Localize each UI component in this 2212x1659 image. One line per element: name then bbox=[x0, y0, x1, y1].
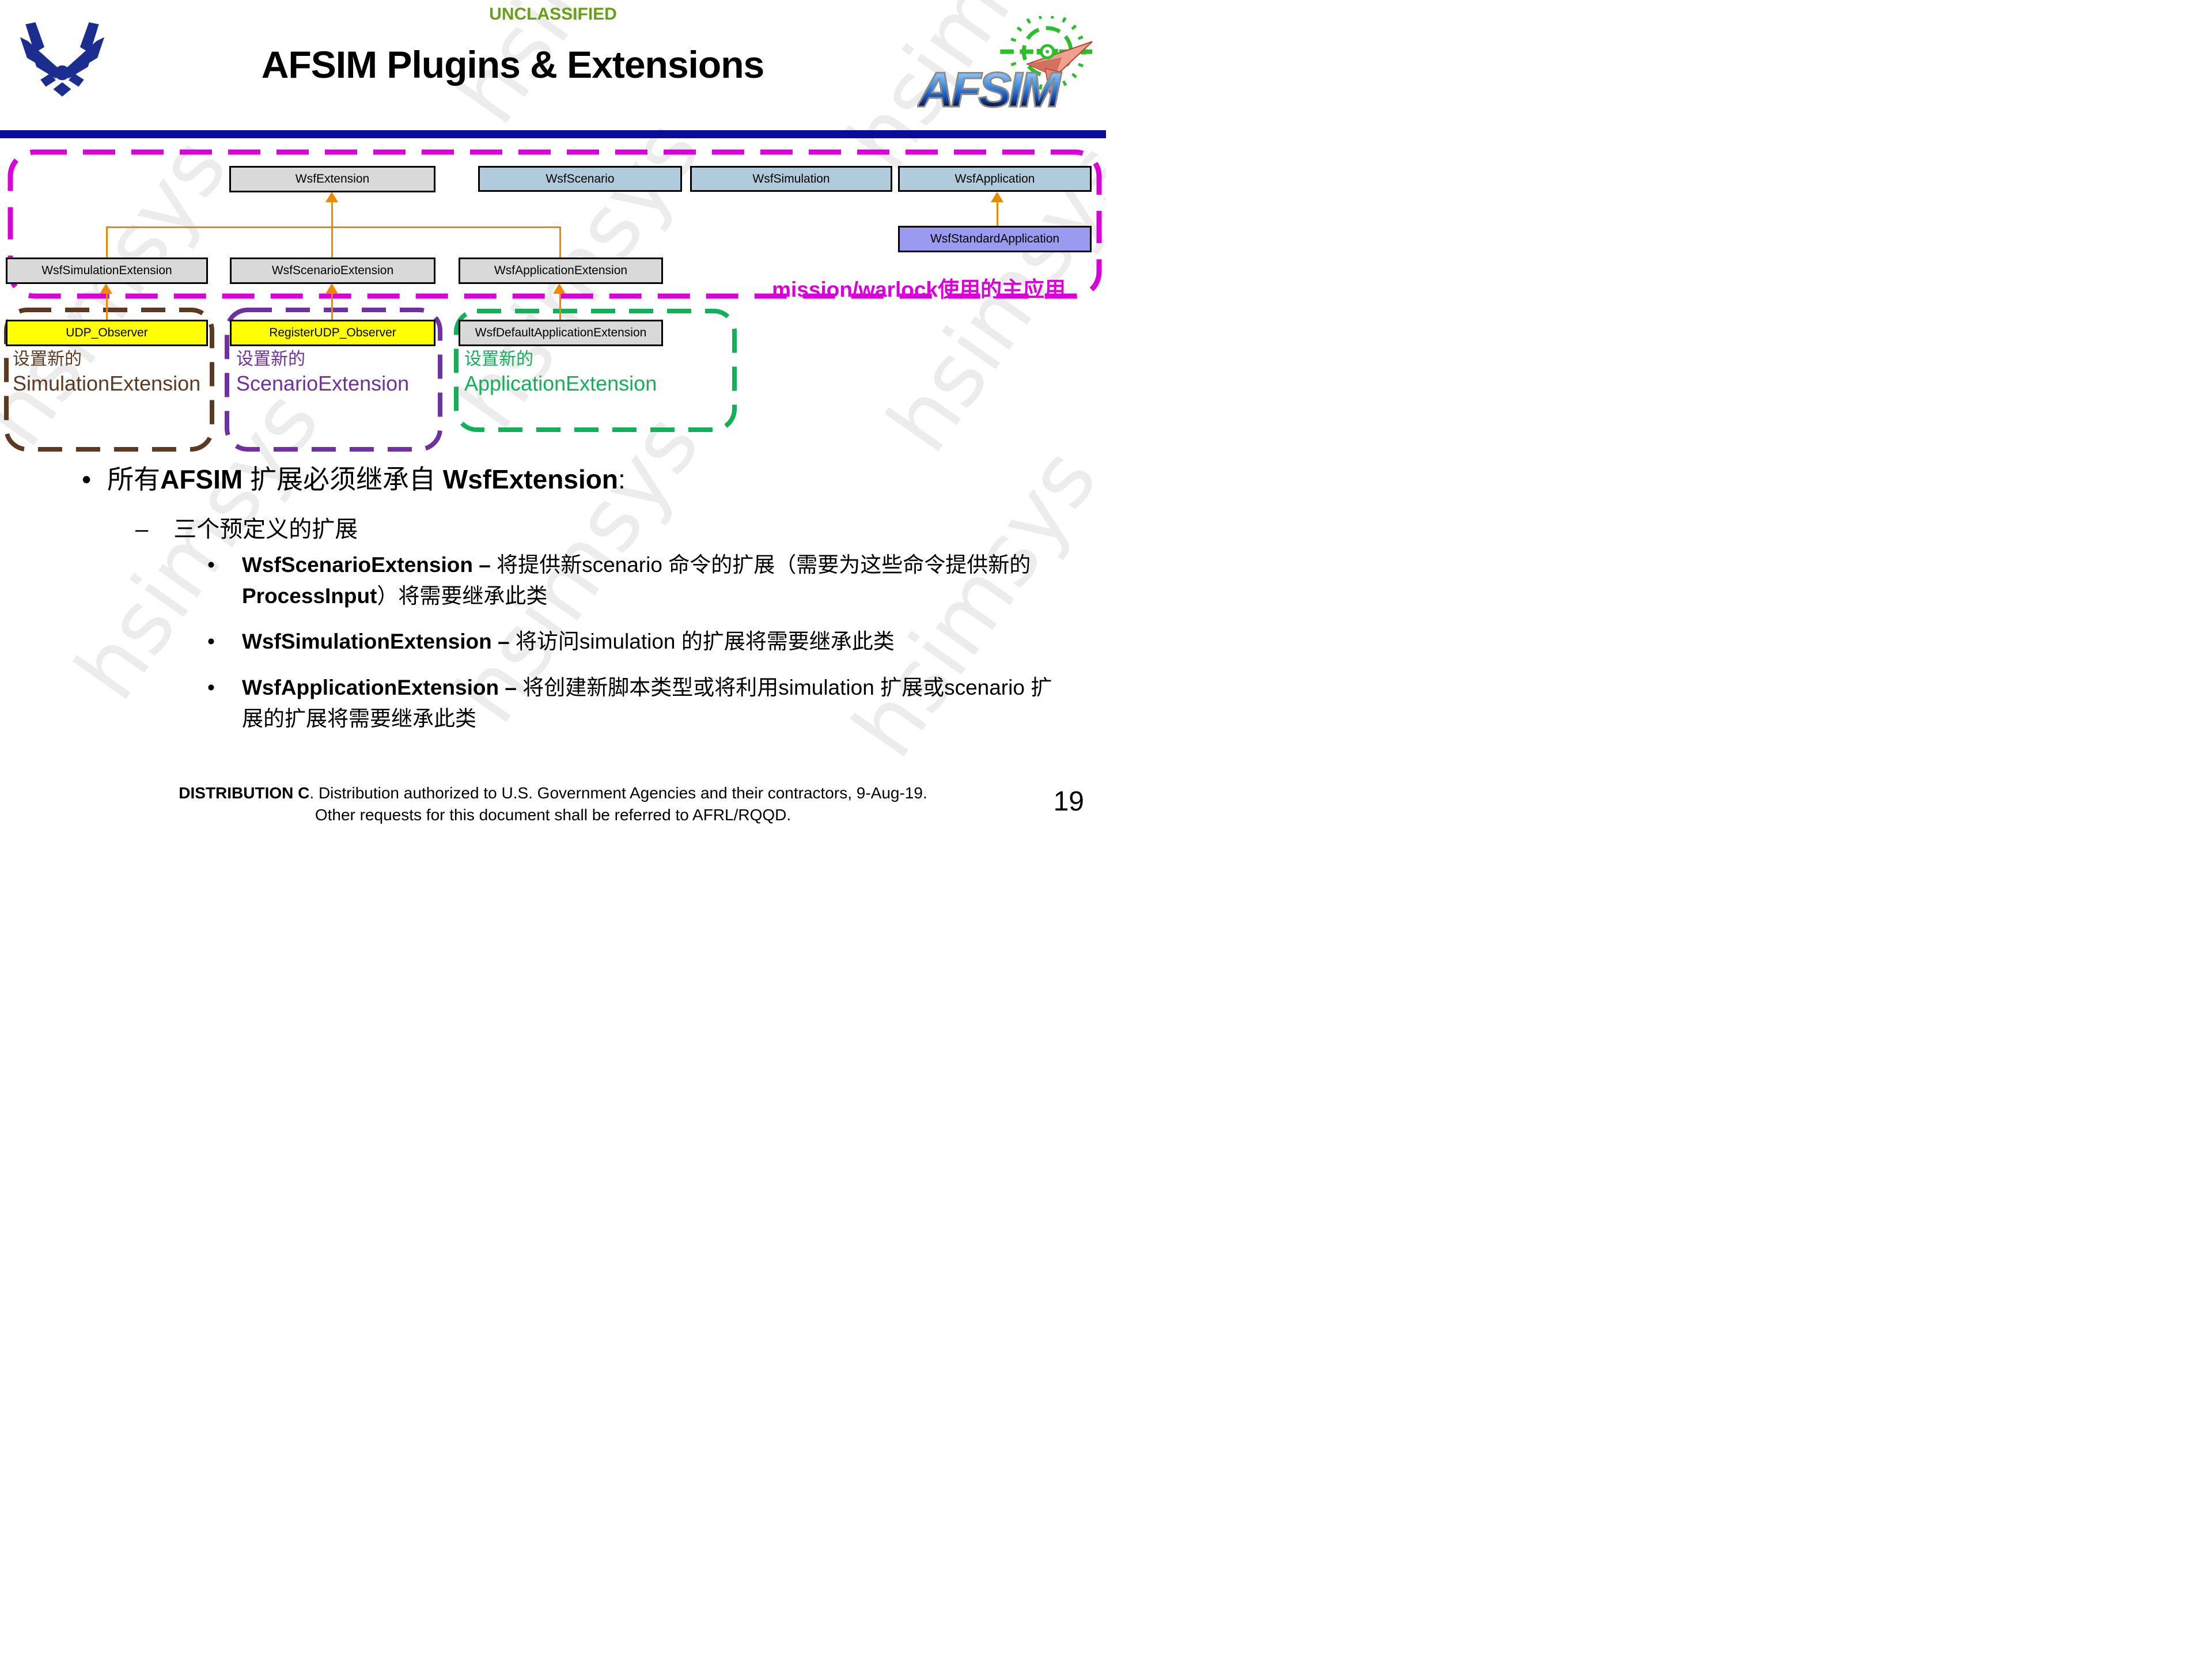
bullet-dash-text: 三个预定义的扩展 bbox=[173, 517, 358, 542]
class-box-label: RegisterUDP_Observer bbox=[269, 326, 396, 339]
class-box-label: WsfScenario bbox=[546, 172, 615, 185]
connector-vertical bbox=[559, 294, 561, 321]
connector-vertical bbox=[559, 226, 561, 259]
connector-vertical bbox=[331, 294, 333, 321]
group-applicationextension bbox=[454, 309, 737, 432]
class-box-label: WsfSimulationExtension bbox=[41, 264, 172, 277]
distribution-line2: Other requests for this document shall b… bbox=[315, 805, 791, 824]
connector-vertical bbox=[331, 226, 333, 259]
mission-warlock-annotation: mission/warlock使用的主应用 bbox=[772, 278, 1066, 301]
list-item-text: WsfApplicationExtension – 将创建新脚本类型或将利用si… bbox=[242, 675, 1052, 730]
arrow-up-into-wsfextension bbox=[325, 192, 338, 202]
group-caption-intro: 设置新的 bbox=[236, 350, 305, 369]
class-box-wsfstandardapplication: WsfStandardApplication bbox=[898, 226, 1092, 252]
classification-banner: UNCLASSIFIED bbox=[489, 5, 617, 24]
class-box-label: WsfScenarioExtension bbox=[271, 264, 394, 277]
list-item: • WsfSimulationExtension – 将访问simulation… bbox=[207, 626, 1060, 657]
title-divider-bar bbox=[0, 130, 1106, 138]
list-item-text: WsfScenarioExtension – 将提供新scenario 命令的扩… bbox=[242, 553, 1031, 608]
paper-plane-icon bbox=[1025, 41, 1093, 95]
class-box-label: WsfDefaultApplicationExtension bbox=[475, 326, 647, 339]
group-simulationextension bbox=[4, 308, 214, 452]
class-box-wsfapplication: WsfApplication bbox=[898, 166, 1092, 192]
class-box-label: WsfApplicationExtension bbox=[494, 264, 628, 277]
bullet-marker: • bbox=[207, 630, 215, 654]
arrow-up-into-wsfscenarioextension bbox=[325, 283, 338, 294]
page-number: 19 bbox=[1053, 786, 1084, 817]
bullet-sub-dash: –三个预定义的扩展 bbox=[135, 510, 358, 544]
bullet-marker: • bbox=[207, 675, 215, 699]
arrow-up-into-wsfsimulationextension bbox=[100, 283, 112, 294]
page-title: AFSIM Plugins & Extensions bbox=[261, 43, 764, 86]
class-box-wsfdefaultapplicationextension: WsfDefaultApplicationExtension bbox=[459, 320, 663, 346]
group-caption-name: ApplicationExtension bbox=[464, 372, 657, 395]
bullet-marker: • bbox=[207, 553, 215, 577]
class-box-label: WsfSimulation bbox=[752, 172, 830, 185]
connector-vertical bbox=[106, 226, 108, 259]
list-item: • WsfScenarioExtension – 将提供新scenario 命令… bbox=[207, 550, 1060, 611]
group-caption-intro: 设置新的 bbox=[13, 350, 82, 369]
group-scenarioextension bbox=[225, 308, 442, 452]
bullet-marker: • bbox=[82, 464, 92, 494]
connector-vertical bbox=[997, 202, 998, 226]
connector-horizontal bbox=[107, 226, 560, 228]
class-box-wsfapplicationextension: WsfApplicationExtension bbox=[459, 257, 663, 284]
connector-vertical bbox=[331, 202, 333, 227]
target-center-icon bbox=[1036, 44, 1058, 59]
group-caption: 设置新的 ApplicationExtension bbox=[464, 348, 657, 397]
class-box-wsfextension: WsfExtension bbox=[229, 166, 435, 192]
usaf-wings-icon bbox=[20, 22, 105, 97]
class-box-wsfsimulation: WsfSimulation bbox=[690, 166, 892, 192]
arrow-up-into-wsfapplication bbox=[991, 192, 1003, 202]
group-caption-name: SimulationExtension bbox=[13, 372, 201, 395]
class-box-label: WsfExtension bbox=[295, 172, 370, 185]
class-box-wsfscenario: WsfScenario bbox=[478, 166, 682, 192]
diagram-boundary bbox=[7, 149, 1102, 299]
distribution-line1: DISTRIBUTION C. Distribution authorized … bbox=[179, 784, 927, 802]
list-item: • WsfApplicationExtension – 将创建新脚本类型或将利用… bbox=[207, 672, 1060, 734]
group-caption: 设置新的 SimulationExtension bbox=[13, 348, 200, 397]
distribution-statement: DISTRIBUTION C. Distribution authorized … bbox=[0, 782, 1106, 826]
list-item-text: WsfSimulationExtension – 将访问simulation 的… bbox=[242, 630, 895, 654]
class-box-registerudp-observer: RegisterUDP_Observer bbox=[230, 320, 435, 346]
bullet-list: • WsfScenarioExtension – 将提供新scenario 命令… bbox=[207, 550, 1060, 734]
bullet-main: • 所有AFSIM 扩展必须继承自 WsfExtension: bbox=[82, 459, 626, 497]
class-box-label: WsfApplication bbox=[955, 172, 1035, 185]
class-box-label: WsfStandardApplication bbox=[930, 232, 1060, 245]
class-box-wsfscenarioextension: WsfScenarioExtension bbox=[230, 257, 435, 284]
afsim-logo: AFSIM bbox=[916, 13, 1097, 122]
class-box-udp-observer: UDP_Observer bbox=[6, 320, 208, 346]
class-box-wsfsimulationextension: WsfSimulationExtension bbox=[6, 257, 208, 284]
arrow-up-into-wsfapplicationextension bbox=[553, 283, 566, 294]
group-caption: 设置新的 ScenarioExtension bbox=[236, 348, 409, 397]
afsim-logo-text: AFSIM bbox=[917, 62, 1062, 118]
connector-vertical bbox=[106, 294, 108, 321]
usaf-logo bbox=[13, 16, 112, 107]
group-caption-name: ScenarioExtension bbox=[236, 372, 410, 395]
dash-marker: – bbox=[135, 517, 149, 542]
class-box-label: UDP_Observer bbox=[66, 326, 148, 339]
bullet-main-text: 所有AFSIM 扩展必须继承自 WsfExtension: bbox=[107, 464, 626, 494]
group-caption-intro: 设置新的 bbox=[464, 350, 533, 369]
slide: hsimsys hsimsys hsimsys hsimsys hsimsys … bbox=[0, 0, 1106, 830]
